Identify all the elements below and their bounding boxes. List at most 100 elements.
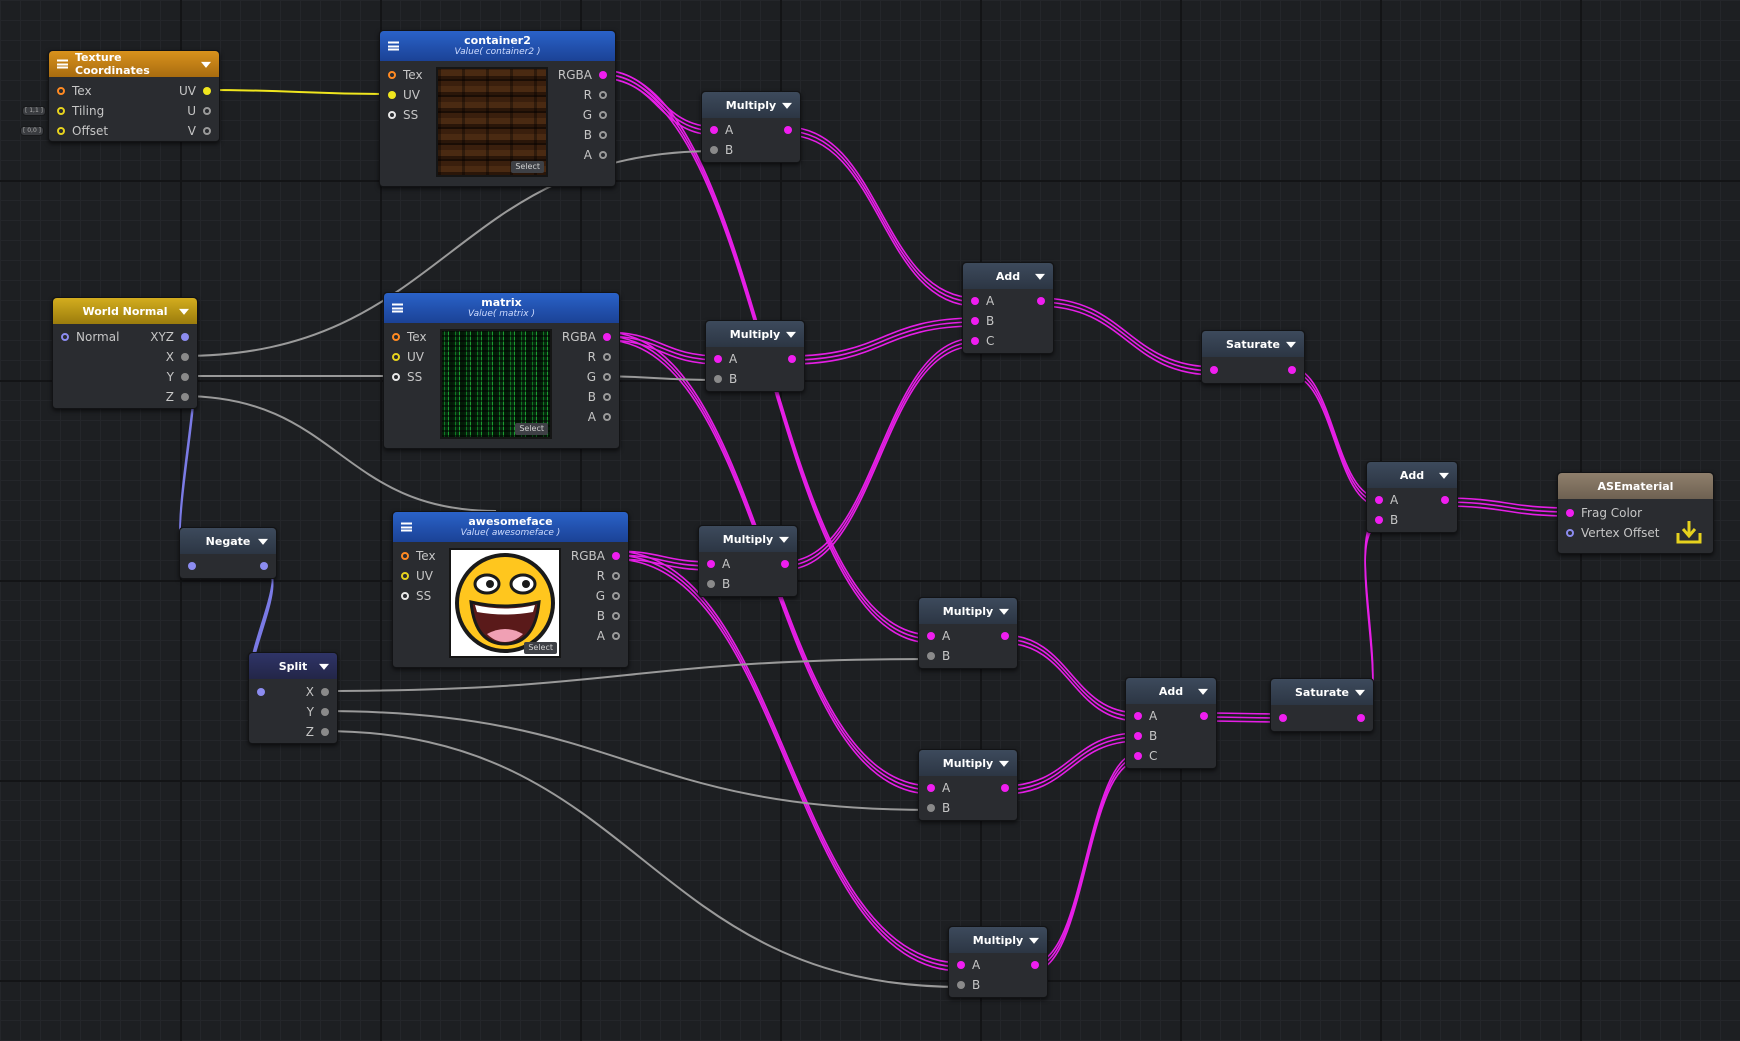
input-port-ss[interactable]: SS — [388, 106, 418, 124]
port-icon[interactable] — [707, 560, 715, 568]
port-icon[interactable] — [181, 353, 189, 361]
port-icon[interactable] — [599, 131, 607, 139]
port-icon[interactable] — [603, 373, 611, 381]
output-port-z[interactable]: Z — [306, 723, 329, 741]
dropdown-arrow-icon[interactable] — [1439, 472, 1449, 479]
port-icon[interactable] — [1200, 712, 1208, 720]
output-port-g[interactable]: G — [583, 106, 607, 124]
port-icon[interactable] — [257, 688, 265, 696]
dropdown-arrow-icon[interactable] — [1355, 689, 1365, 696]
port-icon[interactable] — [388, 71, 396, 79]
node-master-asematerial[interactable]: ASEmaterial Frag Color Vertex Offset — [1557, 472, 1714, 554]
port-icon[interactable] — [612, 632, 620, 640]
output-port-uv[interactable]: UV — [179, 82, 211, 100]
input-port-b[interactable]: B — [707, 575, 730, 593]
input-port-a[interactable]: A — [927, 779, 950, 797]
port-icon[interactable] — [1441, 496, 1449, 504]
node-header[interactable]: Add — [963, 263, 1053, 289]
input-port-ss[interactable]: SS — [392, 368, 422, 386]
port-icon[interactable] — [714, 355, 722, 363]
port-icon[interactable] — [57, 127, 65, 135]
input-port[interactable] — [188, 557, 203, 575]
port-icon[interactable] — [260, 562, 268, 570]
port-icon[interactable] — [1288, 366, 1296, 374]
input-port[interactable] — [1210, 361, 1225, 379]
port-icon[interactable] — [612, 572, 620, 580]
port-icon[interactable] — [1134, 732, 1142, 740]
port-icon[interactable] — [957, 981, 965, 989]
input-port[interactable] — [1279, 709, 1294, 727]
select-button[interactable]: Select — [524, 642, 557, 654]
select-button[interactable]: Select — [511, 161, 544, 173]
node-header[interactable]: Saturate — [1202, 331, 1304, 357]
output-port[interactable] — [1030, 292, 1045, 310]
input-port-a[interactable]: A — [957, 956, 980, 974]
input-port-b[interactable]: B — [1375, 511, 1398, 529]
output-port-b[interactable]: B — [588, 388, 611, 406]
output-port-rgba[interactable]: RGBA — [558, 66, 607, 84]
port-icon[interactable] — [927, 652, 935, 660]
port-icon[interactable] — [1210, 366, 1218, 374]
input-port-tex[interactable]: Tex — [392, 328, 427, 346]
output-port-x[interactable]: X — [306, 683, 329, 701]
output-port-xyz[interactable]: XYZ — [150, 328, 189, 346]
node-negate[interactable]: Negate — [179, 527, 277, 579]
input-port-tex[interactable]: Tex — [388, 66, 423, 84]
port-icon[interactable] — [388, 91, 396, 99]
node-texture-sample-container2[interactable]: container2 Value( container2 ) Tex UV SS… — [379, 30, 616, 187]
port-icon[interactable] — [392, 333, 400, 341]
output-port[interactable] — [994, 627, 1009, 645]
port-icon[interactable] — [203, 127, 211, 135]
port-icon[interactable] — [203, 87, 211, 95]
input-port-a[interactable]: A — [971, 292, 994, 310]
port-icon[interactable] — [1134, 712, 1142, 720]
output-port-r[interactable]: R — [584, 86, 607, 104]
node-texture-sample-awesomeface[interactable]: awesomeface Value( awesomeface ) Tex UV … — [392, 511, 629, 668]
output-port-r[interactable]: R — [588, 348, 611, 366]
input-port[interactable] — [257, 683, 272, 701]
output-port-r[interactable]: R — [597, 567, 620, 585]
port-icon[interactable] — [784, 126, 792, 134]
port-icon[interactable] — [1037, 297, 1045, 305]
output-port[interactable] — [1281, 361, 1296, 379]
dropdown-arrow-icon[interactable] — [1035, 273, 1045, 280]
port-icon[interactable] — [401, 552, 409, 560]
node-header[interactable]: Saturate — [1271, 679, 1373, 705]
port-icon[interactable] — [1279, 714, 1287, 722]
node-saturate-1[interactable]: Saturate — [1201, 330, 1305, 384]
port-icon[interactable] — [707, 580, 715, 588]
dropdown-arrow-icon[interactable] — [201, 61, 211, 68]
output-port-y[interactable]: Y — [307, 703, 329, 721]
port-icon[interactable] — [603, 393, 611, 401]
port-icon[interactable] — [321, 728, 329, 736]
port-icon[interactable] — [401, 572, 409, 580]
output-port[interactable] — [253, 557, 268, 575]
dropdown-arrow-icon[interactable] — [179, 308, 189, 315]
input-port-a[interactable]: A — [927, 627, 950, 645]
dropdown-arrow-icon[interactable] — [786, 331, 796, 338]
port-icon[interactable] — [1566, 529, 1574, 537]
node-header[interactable]: Multiply — [706, 321, 804, 347]
node-add-2[interactable]: Add A B C — [1125, 677, 1217, 769]
node-header[interactable]: Multiply — [949, 927, 1047, 953]
port-icon[interactable] — [971, 317, 979, 325]
port-icon[interactable] — [321, 708, 329, 716]
node-multiply-3[interactable]: Multiply A B — [698, 525, 798, 597]
node-multiply-5[interactable]: Multiply A B — [918, 749, 1018, 821]
texture-preview[interactable]: Select — [449, 548, 561, 658]
node-header[interactable]: Split — [249, 653, 337, 679]
port-icon[interactable] — [927, 784, 935, 792]
port-icon[interactable] — [927, 804, 935, 812]
node-world-normal[interactable]: World Normal Normal XYZ X Y Z — [52, 297, 198, 409]
input-port-tex[interactable]: Tex — [401, 547, 436, 565]
port-icon[interactable] — [599, 111, 607, 119]
texture-preview[interactable]: Select — [436, 67, 548, 177]
offset-default-value[interactable]: [ 0,0 ] — [20, 126, 44, 136]
input-port-a[interactable]: A — [714, 350, 737, 368]
port-icon[interactable] — [1031, 961, 1039, 969]
output-port-a[interactable]: A — [588, 408, 611, 426]
port-icon[interactable] — [1566, 509, 1574, 517]
output-port-a[interactable]: A — [597, 627, 620, 645]
input-port-tex[interactable]: Tex — [57, 82, 92, 100]
node-saturate-2[interactable]: Saturate — [1270, 678, 1374, 732]
